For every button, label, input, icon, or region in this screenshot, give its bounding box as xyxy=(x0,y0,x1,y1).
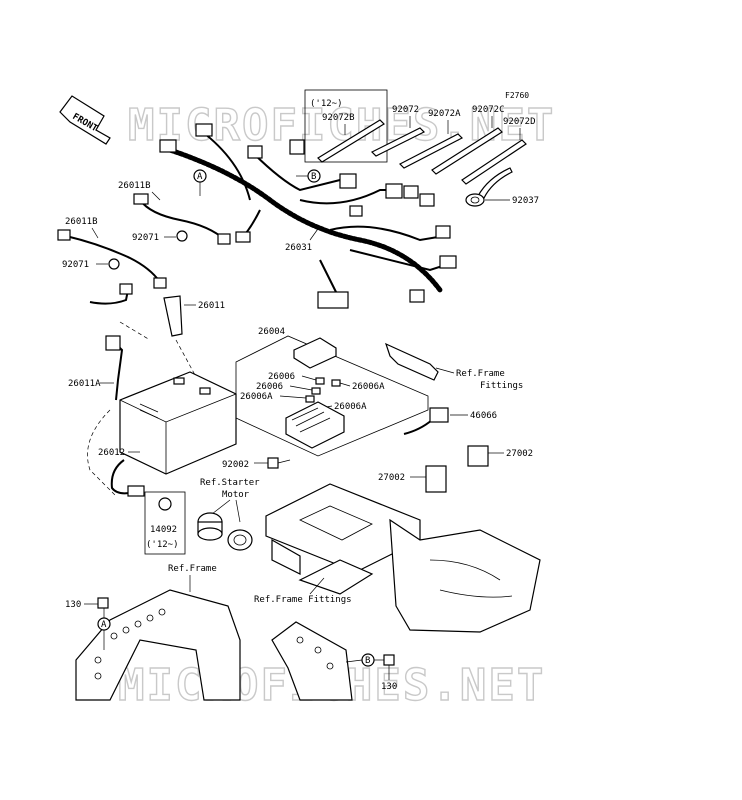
starter-cap xyxy=(227,529,253,551)
cable-tie-curved xyxy=(477,167,513,199)
cap-14092 xyxy=(158,497,172,511)
marker-a-bottom: A xyxy=(101,620,107,630)
starter-relay xyxy=(197,512,223,541)
label-92071-upper: 92071 xyxy=(132,233,159,243)
label-26031: 26031 xyxy=(285,243,312,253)
year-note-cover: ('12~) xyxy=(146,540,179,550)
nut-92071-upper xyxy=(176,230,188,242)
label-26011: 26011 xyxy=(198,301,225,311)
label-130-left: 130 xyxy=(65,600,81,610)
ref-frame-fittings-2: Ref.Frame Fittings xyxy=(254,595,352,605)
label-26006-a: 26006 xyxy=(268,372,295,382)
battery-lead-26011 xyxy=(89,289,129,305)
ref-frame-fittings-1-line2: Fittings xyxy=(480,381,523,391)
label-26011B-upper: 26011B xyxy=(118,181,151,191)
ref-starter-line2: Motor xyxy=(222,490,250,500)
label-92072C: 92072C xyxy=(472,105,505,115)
label-27002-left: 27002 xyxy=(378,473,405,483)
label-14092: 14092 xyxy=(150,525,177,535)
cable-tie-92072D xyxy=(461,139,527,185)
label-27002-right: 27002 xyxy=(506,449,533,459)
label-26006A-b: 26006A xyxy=(352,382,385,392)
label-130-right: 130 xyxy=(381,682,397,692)
ref-starter-line1: Ref.Starter xyxy=(200,478,260,488)
cable-tie-92072A xyxy=(398,133,464,169)
label-92002: 92002 xyxy=(222,460,249,470)
label-26011A: 26011A xyxy=(68,379,101,389)
fuse-group-outline xyxy=(235,335,429,457)
label-92072: 92072 xyxy=(392,105,419,115)
fuse-26006A-a xyxy=(331,379,341,387)
label-92072B: 92072B xyxy=(322,113,355,123)
fuse-26006A-b xyxy=(305,395,315,403)
marker-b-top: B xyxy=(311,172,316,182)
frame xyxy=(75,589,353,701)
year-box-cover xyxy=(144,491,186,555)
battery-lead-26011B-upper xyxy=(139,199,226,241)
bolt-130-left xyxy=(97,597,109,609)
relay-27002-left xyxy=(425,465,447,493)
label-26012: 26012 xyxy=(98,448,125,458)
label-92037: 92037 xyxy=(512,196,539,206)
label-92071-lower: 92071 xyxy=(62,260,89,270)
fuse-26006-a xyxy=(315,377,325,385)
nut-92071-lower xyxy=(108,258,120,270)
ref-frame: Ref.Frame xyxy=(168,564,217,574)
connector-46066 xyxy=(403,407,449,435)
battery-tray xyxy=(265,483,541,633)
label-26006A-c: 26006A xyxy=(334,402,367,412)
cable-tie-92072C xyxy=(431,127,503,175)
year-box-ties xyxy=(304,89,388,163)
label-26004: 26004 xyxy=(258,327,285,337)
bracket xyxy=(384,342,439,381)
marker-b-bottom: B xyxy=(365,656,370,666)
year-note-ties: ('12~) xyxy=(310,99,343,109)
fuse-26006-b xyxy=(311,387,321,395)
front-arrow-icon: FRONT xyxy=(59,95,111,145)
battery-26012 xyxy=(119,371,237,475)
main-harness-26031 xyxy=(159,123,457,309)
fuse-box-cover xyxy=(293,337,337,369)
cable-tie-92072 xyxy=(370,127,426,157)
marker-a-top: A xyxy=(197,172,203,182)
figure-code: F2760 xyxy=(505,91,529,100)
bolt-130-right xyxy=(383,654,395,666)
ref-frame-fittings-1-line1: Ref.Frame xyxy=(456,369,505,379)
label-92072D: 92072D xyxy=(503,117,536,127)
label-46066: 46066 xyxy=(470,411,497,421)
bolt-92002 xyxy=(267,457,291,469)
battery-lead-26011B-lower xyxy=(65,235,161,283)
label-26006A-a: 26006A xyxy=(240,392,273,402)
relay-27002-right xyxy=(467,445,489,467)
fuse-box-base xyxy=(285,401,345,449)
cable-tie-92072B xyxy=(317,119,385,163)
label-26011B-lower: 26011B xyxy=(65,217,98,227)
label-92072A: 92072A xyxy=(428,109,461,119)
label-26006-b: 26006 xyxy=(256,382,283,392)
clamp-92037 xyxy=(465,193,485,207)
